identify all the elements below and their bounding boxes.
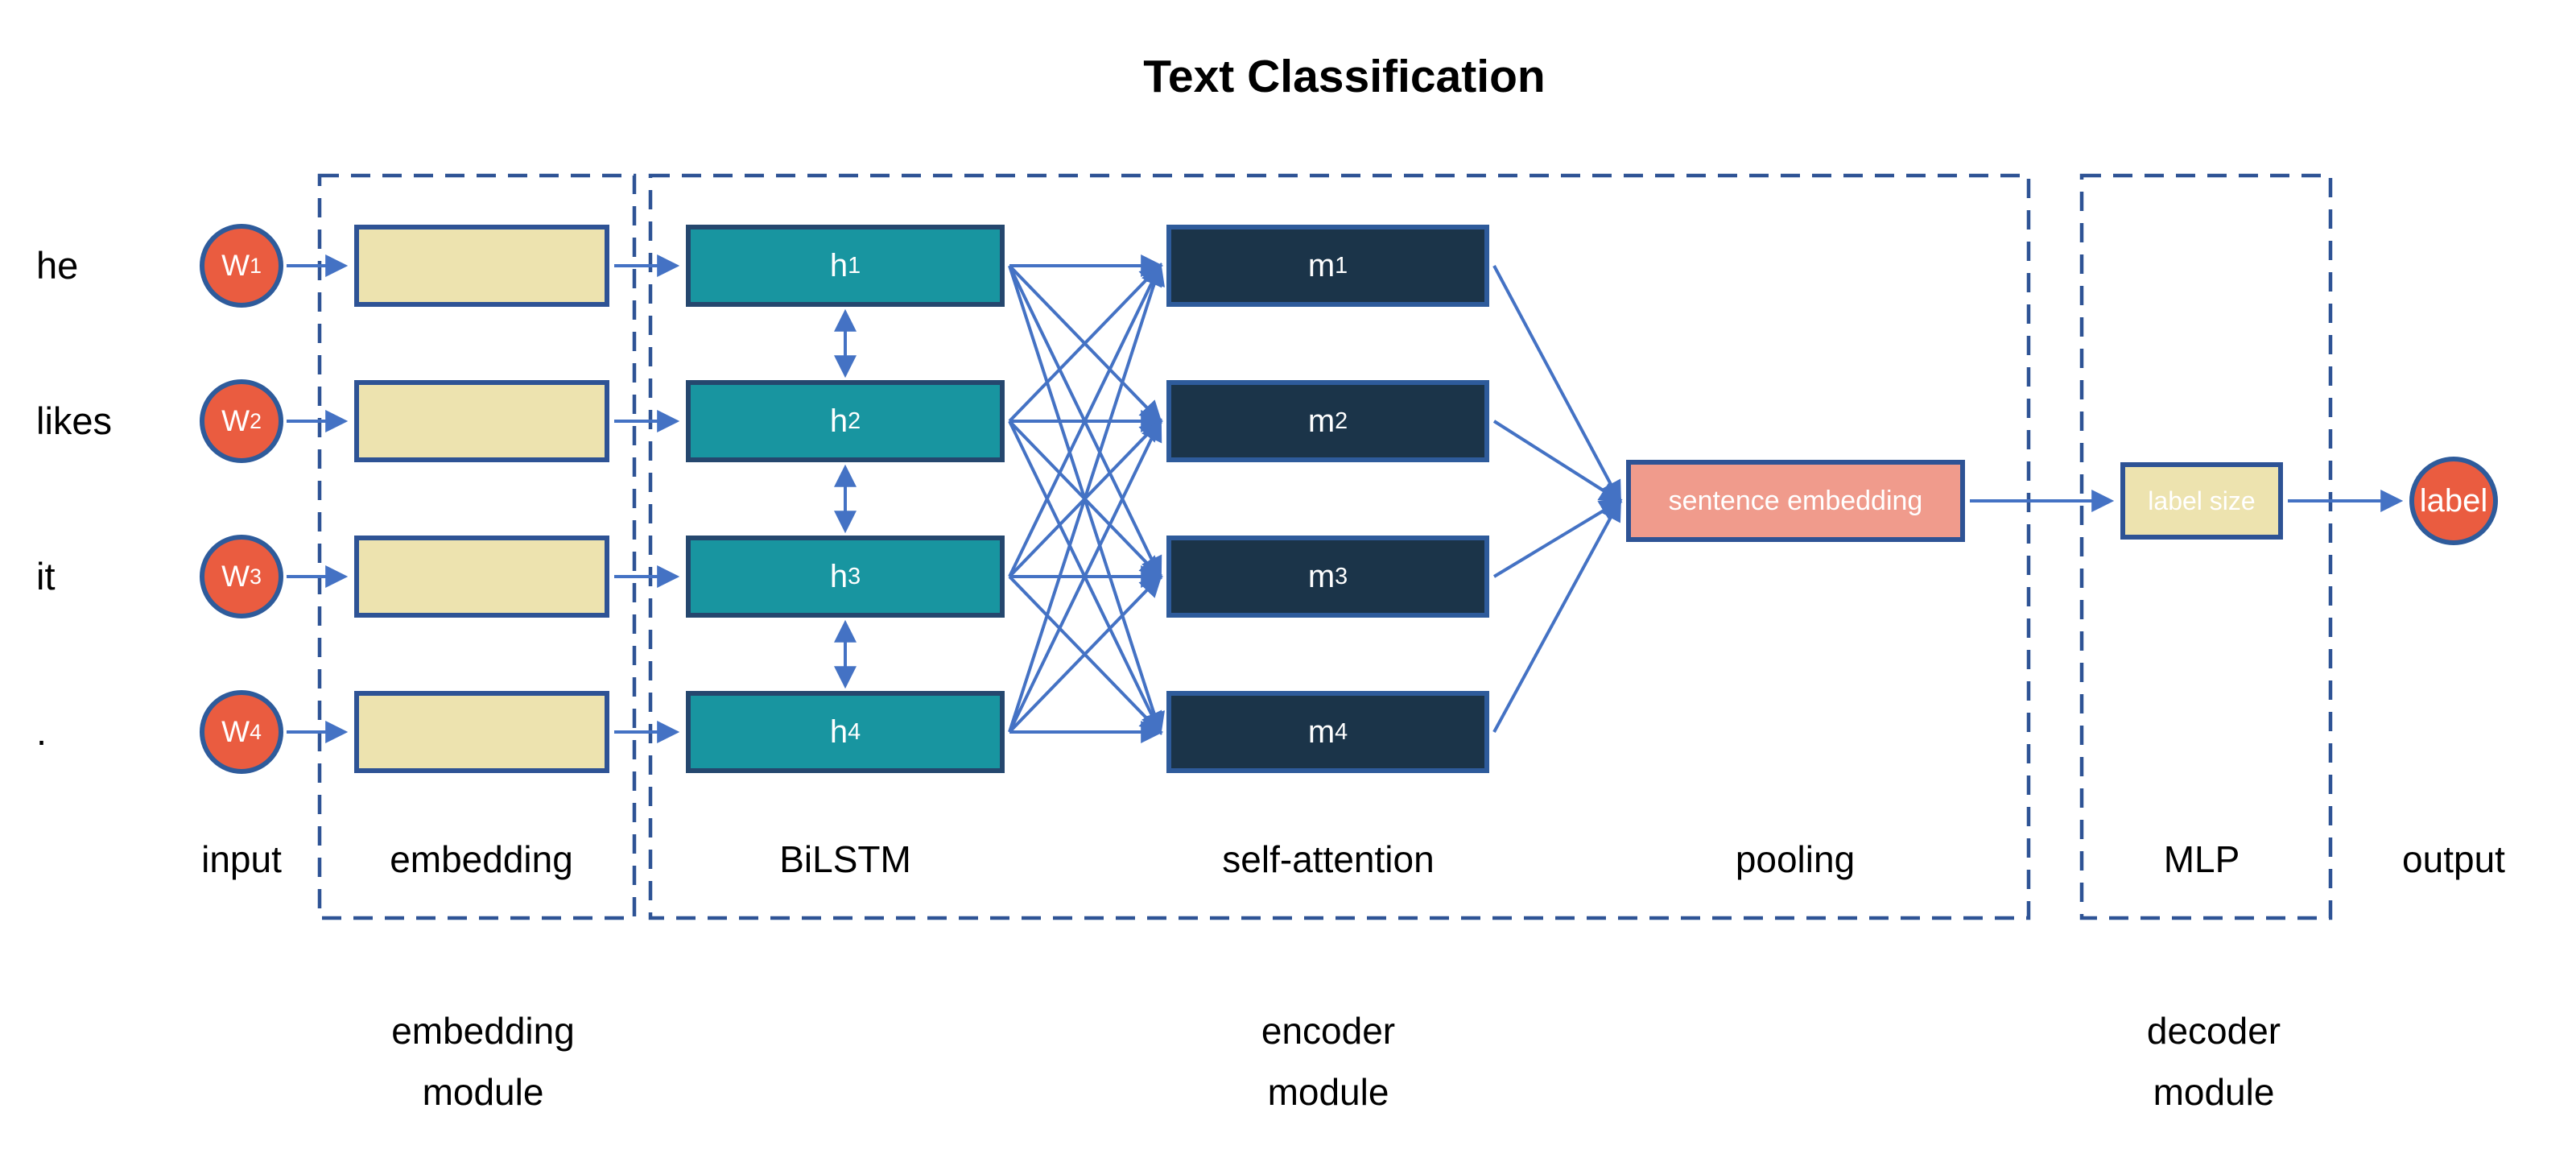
box-index: 4 — [848, 718, 861, 745]
module-label-line2: module — [2153, 1071, 2275, 1114]
arrow-m4-pooling — [1492, 498, 1622, 733]
column-label-input: input — [201, 838, 282, 880]
input-word-4: . — [36, 710, 47, 753]
module-label-line2: module — [1267, 1071, 1389, 1114]
column-label-output: output — [2402, 838, 2505, 880]
diagram-title: Text Classification — [1143, 51, 1546, 102]
column-label-mlp: MLP — [2163, 838, 2240, 880]
column-label-pooling: pooling — [1735, 838, 1856, 880]
arrow-h4-m3 — [1008, 573, 1162, 734]
box-index: 1 — [848, 252, 861, 279]
box-label: m — [1307, 713, 1335, 750]
embedding-box-4 — [354, 691, 609, 773]
encoder-module-label: encoder module — [1119, 1000, 1538, 1123]
node-label: W — [221, 249, 250, 282]
box-label: h — [829, 558, 848, 594]
node-label: W — [221, 404, 250, 437]
decoder-module-box — [2079, 173, 2333, 920]
module-label-line1: encoder — [1261, 1010, 1396, 1052]
input-word-2: likes — [36, 399, 113, 442]
embedding-module-label: embedding module — [274, 1000, 692, 1123]
arrow-m3-pooling — [1492, 498, 1623, 578]
box-index: 3 — [848, 563, 861, 589]
node-index: 2 — [250, 408, 262, 433]
embedding-box-2 — [354, 380, 609, 462]
box-label: h — [829, 713, 848, 750]
column-label-embedding: embedding — [390, 838, 573, 880]
embedding-box-1 — [354, 225, 609, 307]
node-label: W — [221, 560, 250, 593]
box-label: m — [1307, 558, 1335, 594]
box-label: m — [1307, 247, 1335, 283]
node-index: 1 — [250, 253, 262, 278]
module-label-line2: module — [422, 1071, 544, 1114]
input-word-1: he — [36, 244, 79, 287]
node-index: 4 — [250, 719, 262, 744]
box-label: h — [829, 403, 848, 439]
arrow-h3-m1 — [1008, 263, 1162, 577]
embedding-module-box — [317, 173, 637, 920]
box-index: 2 — [848, 407, 861, 434]
box-index: 1 — [1335, 252, 1348, 279]
box-label: m — [1307, 403, 1335, 439]
module-label-line1: decoder — [2146, 1010, 2281, 1052]
mlp-box-label-size: label size — [2120, 462, 2283, 540]
embedding-box-3 — [354, 536, 609, 618]
column-label-self-attention: self-attention — [1222, 838, 1435, 880]
pooling-box-sentence-embedding: sentence embedding — [1626, 460, 1965, 542]
column-label-bilstm: BiLSTM — [779, 838, 911, 880]
output-node-label: label — [2409, 457, 2498, 545]
box-index: 4 — [1335, 718, 1348, 745]
box-index: 3 — [1335, 563, 1348, 589]
arrow-m1-pooling — [1492, 265, 1621, 504]
arrow-h4-m1 — [1008, 263, 1166, 733]
box-label: h — [829, 247, 848, 283]
node-index: 3 — [250, 564, 262, 589]
node-label: W — [221, 715, 250, 748]
input-word-3: it — [36, 555, 56, 598]
module-label-line1: embedding — [391, 1010, 575, 1052]
encoder-module-box — [648, 173, 2031, 920]
arrow-m2-pooling — [1492, 420, 1623, 503]
box-index: 2 — [1335, 407, 1348, 434]
arrow-h2-m1 — [1008, 263, 1162, 423]
arrow-h4-m2 — [1008, 418, 1162, 733]
decoder-module-label: decoder module — [2004, 1000, 2423, 1123]
